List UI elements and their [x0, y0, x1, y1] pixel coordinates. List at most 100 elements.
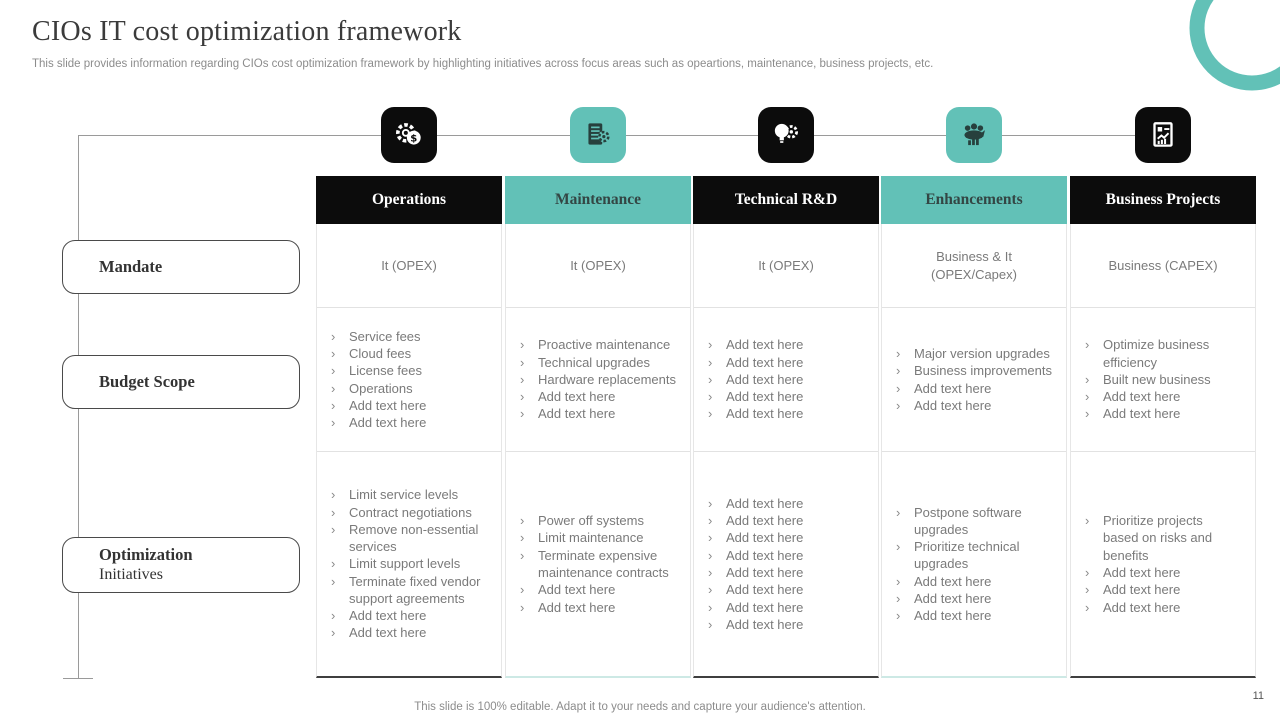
optimization-initiatives-cell: ›Postpone software upgrades›Prioritize t… — [882, 452, 1066, 676]
row-label-mandate: Mandate — [62, 240, 300, 294]
bullet-item: ›Add text here — [708, 354, 864, 371]
bullet-glyph: › — [896, 573, 901, 589]
bullet-text: Limit maintenance — [538, 530, 644, 546]
budget-scope-cell: ›Proactive maintenance›Technical upgrade… — [506, 308, 690, 452]
column-body: It (OPEX) ›Service fees›Cloud fees›Licen… — [316, 224, 502, 678]
bullet-item: ›Limit service levels — [331, 486, 487, 503]
bullet-glyph: › — [708, 599, 713, 615]
bullet-text: Power off systems — [538, 513, 644, 529]
bullet-glyph: › — [520, 513, 525, 529]
bullet-glyph: › — [708, 389, 713, 405]
bullet-text: Contract negotiations — [349, 504, 472, 520]
bullet-glyph: › — [331, 328, 336, 344]
bullet-text: Add text here — [914, 397, 992, 413]
bullet-item: ›Add text here — [708, 564, 864, 581]
bullet-item: ›Add text here — [1085, 581, 1241, 598]
bullet-glyph: › — [1085, 389, 1090, 405]
bullet-glyph: › — [1085, 371, 1090, 387]
bullet-text: Add text here — [914, 380, 992, 396]
bullet-item: › Power off systems — [520, 512, 676, 529]
bullet-glyph: › — [896, 590, 901, 606]
bullet-item: ›License fees — [331, 362, 487, 379]
bullet-text: Add text here — [726, 354, 804, 370]
bullet-text: Terminate expensive maintenance contract… — [538, 547, 669, 580]
column-header: Operations — [316, 176, 502, 224]
bullet-item: ›Add text here — [896, 397, 1052, 414]
maintenance-icon-tile — [570, 107, 626, 163]
mandate-cell: It (OPEX) — [506, 224, 690, 308]
row-label-optimization-initiatives: Optimization Initiatives — [62, 537, 300, 593]
bullet-glyph: › — [331, 363, 336, 379]
bullet-text: Add text here — [726, 616, 804, 632]
bullet-item: ›Add text here — [708, 388, 864, 405]
bullet-item: ›Add text here — [708, 495, 864, 512]
bullet-item: › Add text here — [331, 397, 487, 414]
bullet-text: Optimize business efficiency — [1103, 337, 1210, 370]
operations-icon-tile: $ — [381, 107, 437, 163]
bullet-text: Add text here — [538, 582, 616, 598]
optimization-initiatives-cell: ›Add text here›Add text here›Add text he… — [694, 452, 878, 676]
bullet-text: Add text here — [914, 573, 992, 589]
bullet-glyph: › — [331, 625, 336, 641]
bullet-glyph: › — [331, 504, 336, 520]
bullet-item: ›Add text here — [896, 590, 1052, 607]
bullet-glyph: › — [331, 380, 336, 396]
bullet-item: › Terminate expensive maintenance contrac… — [520, 547, 676, 582]
column-header: Maintenance — [505, 176, 691, 224]
bullet-item: ›Add text here — [331, 624, 487, 641]
bullet-text: Operations — [349, 380, 413, 396]
bullet-item: › Operations — [331, 380, 487, 397]
bullet-item: ›Proactive maintenance — [520, 336, 676, 353]
optimization-initiatives-cell: › Prioritize projects based on risks and … — [1071, 452, 1255, 676]
bullet-text: Cloud fees — [349, 345, 412, 361]
bullet-item: ›Add text here — [708, 336, 864, 353]
bullet-glyph: › — [1085, 406, 1090, 422]
optimization-initiatives-cell: ›Limit service levels›Contract negotiati… — [317, 452, 501, 676]
bullet-text: Limit support levels — [349, 556, 461, 572]
bullet-glyph: › — [520, 547, 525, 563]
bullet-glyph: › — [708, 337, 713, 353]
bullet-glyph: › — [331, 608, 336, 624]
bullet-glyph: › — [1085, 599, 1090, 615]
bullet-item: ›Major version upgrades — [896, 345, 1052, 362]
bullet-glyph: › — [708, 530, 713, 546]
bullet-text: Add text here — [538, 389, 616, 405]
bullet-glyph: › — [1085, 565, 1090, 580]
column-header: Technical R&D — [693, 176, 879, 224]
row-label-title: Mandate — [99, 257, 163, 277]
page-title: CIOs IT cost optimization framework — [32, 16, 462, 47]
bullet-glyph: › — [708, 565, 713, 580]
bulb-gear-icon — [774, 123, 799, 143]
bullet-item: ›Add text here — [1085, 564, 1241, 581]
bullet-text: Remove non-essential services — [349, 521, 479, 555]
bullet-text: Prioritize projects based on risks and b… — [1103, 513, 1213, 563]
bullet-glyph: › — [708, 582, 713, 598]
bullet-glyph: › — [331, 521, 336, 537]
connector-end-tick — [63, 678, 93, 679]
budget-scope-cell: ›Optimize business efficiency›Built new … — [1071, 308, 1255, 452]
column-body: It (OPEX) ›Add text here›Add text here›A… — [693, 224, 879, 678]
bullet-item: ›Terminate fixed vendor support agreemen… — [331, 573, 487, 608]
gear-dollar-icon: $ — [396, 123, 421, 145]
bullet-glyph: › — [331, 345, 336, 361]
bullet-item: ›Add text here — [708, 512, 864, 529]
column-body: Business (CAPEX) ›Optimize business effi… — [1070, 224, 1256, 678]
column-operations: Operations It (OPEX) ›Service fees›Cloud… — [316, 176, 502, 678]
bullet-glyph: › — [896, 504, 901, 520]
document-gear-icon — [588, 123, 610, 145]
bullet-glyph: › — [520, 582, 525, 598]
bullet-glyph: › — [331, 397, 336, 413]
bullet-item: › Add text here — [1085, 599, 1241, 616]
bullet-glyph: › — [520, 599, 525, 615]
bullet-text: Add text here — [349, 397, 427, 413]
bullet-text: Add text here — [1103, 582, 1181, 598]
bullet-item: ›Limit maintenance — [520, 529, 676, 546]
bullet-item: ›Limit support levels — [331, 555, 487, 572]
column-business-projects: Business Projects Business (CAPEX) ›Opti… — [1070, 176, 1256, 678]
bullet-text: Add text here — [1103, 599, 1181, 615]
bullet-item: ›Add text here — [708, 547, 864, 564]
bullet-text: Add text here — [726, 582, 804, 598]
bullet-text: Hardware replacements — [538, 371, 677, 387]
row-label-title: Optimization — [99, 544, 193, 564]
bullet-item: ›Optimize business efficiency — [1085, 336, 1241, 371]
